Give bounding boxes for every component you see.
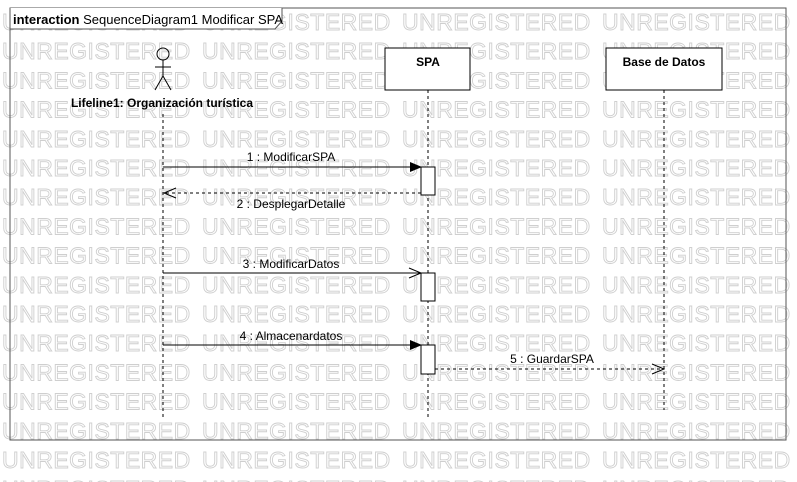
watermark-text: UNREGISTERED — [202, 476, 391, 482]
watermark-text: UNREGISTERED — [2, 213, 191, 239]
activation-bar — [420, 344, 436, 375]
watermark-text: UNREGISTERED — [2, 447, 191, 473]
watermark-text: UNREGISTERED — [602, 301, 791, 327]
watermark-text: UNREGISTERED — [2, 126, 191, 152]
actor-lifeline: Lifeline1: Organización turística — [71, 47, 253, 418]
watermark-text: UNREGISTERED — [202, 359, 391, 385]
watermark-text: UNREGISTERED — [402, 447, 591, 473]
watermark-text: UNREGISTERED — [202, 330, 391, 356]
watermark-text: UNREGISTERED — [202, 184, 391, 210]
message-2: 2 : DesplegarDetalle — [164, 193, 421, 211]
watermark-text: UNREGISTERED — [2, 301, 191, 327]
watermark-text: UNREGISTERED — [402, 243, 591, 269]
watermark-text: UNREGISTERED — [402, 97, 591, 123]
message-1-label: 1 : ModificarSPA — [247, 150, 335, 164]
watermark-text: UNREGISTERED — [602, 359, 791, 385]
watermark-text: UNREGISTERED — [202, 389, 391, 415]
watermark-text: UNREGISTERED — [2, 389, 191, 415]
interaction-frame — [9, 7, 787, 441]
spa-lifeline: SPA — [384, 47, 471, 418]
db-label: Base de Datos — [623, 55, 706, 69]
watermark-text: UNREGISTERED — [402, 301, 591, 327]
message-4-label: 4 : Almacenardatos — [240, 329, 343, 343]
watermark-text: UNREGISTERED — [602, 447, 791, 473]
watermark-text: UNREGISTERED — [202, 243, 391, 269]
watermark-text: UNREGISTERED — [602, 330, 791, 356]
db-lifeline: Base de Datos — [605, 47, 723, 410]
watermark-text: UNREGISTERED — [402, 9, 591, 35]
message-4: 4 : Almacenardatos — [163, 329, 422, 350]
watermark-text: UNREGISTERED — [602, 389, 791, 415]
frame-keyword: interaction — [13, 12, 80, 27]
watermark-text: UNREGISTERED — [602, 126, 791, 152]
watermark-text: UNREGISTERED — [2, 243, 191, 269]
db-header-box — [605, 47, 723, 91]
watermark-text: UNREGISTERED — [2, 476, 191, 482]
watermark-text: UNREGISTERED — [202, 97, 391, 123]
watermark-text: UNREGISTERED — [402, 389, 591, 415]
watermark-text: UNREGISTERED — [602, 213, 791, 239]
watermark-text: UNREGISTERED — [402, 213, 591, 239]
message-5: 5 : GuardarSPA — [435, 352, 664, 369]
actor-label: Lifeline1: Organización turística — [71, 96, 253, 110]
watermark-text: UNREGISTERED — [2, 272, 191, 298]
watermark-text: UNREGISTERED — [202, 447, 391, 473]
watermark-text: UNREGISTERED — [602, 243, 791, 269]
watermark-text: UNREGISTERED — [2, 330, 191, 356]
message-3: 3 : ModificarDatos — [163, 257, 421, 273]
watermark-text: UNREGISTERED — [2, 155, 191, 181]
watermark-text: UNREGISTERED — [202, 38, 391, 64]
watermark-text: UNREGISTERED — [602, 97, 791, 123]
watermark-text: UNREGISTERED — [2, 184, 191, 210]
message-1: 1 : ModificarSPA — [163, 150, 422, 172]
watermark-text: UNREGISTERED — [602, 476, 791, 482]
watermark-text: UNREGISTERED — [402, 126, 591, 152]
activation-bar — [420, 272, 436, 302]
message-5-label: 5 : GuardarSPA — [510, 352, 594, 366]
activation-bar — [420, 166, 436, 196]
spa-label: SPA — [416, 55, 440, 69]
watermark-text: UNREGISTERED — [202, 272, 391, 298]
watermark-text: UNREGISTERED — [2, 359, 191, 385]
watermark-text: UNREGISTERED — [202, 213, 391, 239]
frame-title: interaction SequenceDiagram1 Modificar S… — [13, 12, 283, 27]
watermark-text: UNREGISTERED — [2, 38, 191, 64]
watermark-text: UNREGISTERED — [602, 155, 791, 181]
watermark-text: UNREGISTERED — [2, 67, 191, 93]
message-3-label: 3 : ModificarDatos — [243, 257, 340, 271]
watermark-text: UNREGISTERED — [602, 184, 791, 210]
frame-title-tab — [9, 8, 283, 30]
watermark-text: UNREGISTERED — [202, 155, 391, 181]
watermark-text: UNREGISTERED — [202, 301, 391, 327]
watermark-text: UNREGISTERED — [602, 272, 791, 298]
watermark-text: UNREGISTERED — [202, 67, 391, 93]
watermark-text: UNREGISTERED — [402, 476, 591, 482]
message-2-label: 2 : DesplegarDetalle — [237, 197, 346, 211]
watermark-text: UNREGISTERED — [2, 97, 191, 123]
frame-name: SequenceDiagram1 Modificar SPA — [83, 12, 283, 27]
watermark-text: UNREGISTERED — [202, 126, 391, 152]
actor-icon — [154, 47, 172, 91]
watermark-text: UNREGISTERED — [602, 9, 791, 35]
